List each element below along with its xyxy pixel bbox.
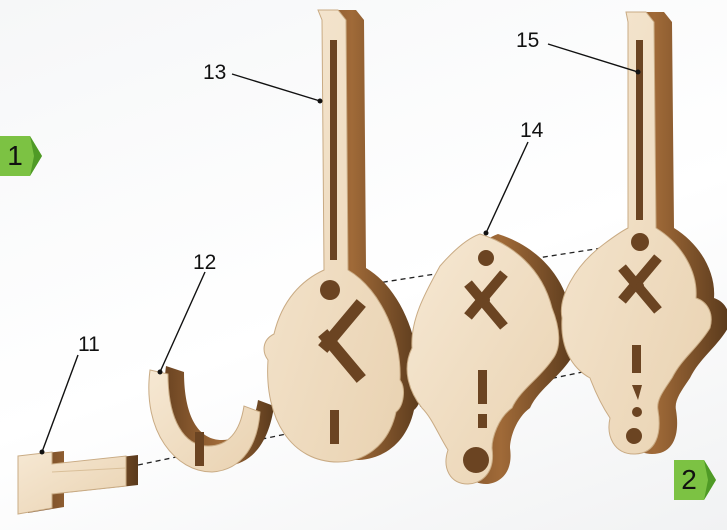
callout-14: 14 (520, 119, 544, 142)
callout-11: 11 (78, 333, 100, 356)
callout-15: 15 (516, 29, 539, 52)
part-13-plate (264, 10, 421, 462)
callout-13: 13 (203, 61, 226, 84)
step-number-2: 2 (674, 460, 704, 500)
leader-13 (232, 74, 320, 101)
step-badge-1: 1 (0, 136, 44, 176)
leader-12 (160, 272, 205, 372)
callout-12: 12 (193, 251, 216, 274)
part-14-plate (407, 234, 577, 484)
step-number-1: 1 (0, 136, 30, 176)
part-12-crescent (149, 366, 274, 472)
leader-11 (42, 355, 78, 452)
part-15-plate (561, 12, 727, 454)
leader-14 (486, 142, 528, 233)
leader-15 (548, 44, 638, 72)
part-11-peg (18, 451, 138, 514)
step-badge-2: 2 (674, 460, 718, 500)
